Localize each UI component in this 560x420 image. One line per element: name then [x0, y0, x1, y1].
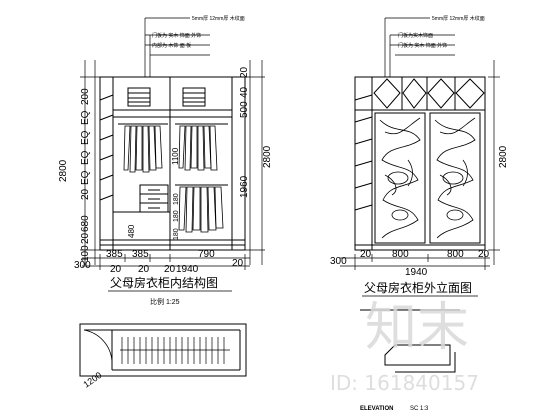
dim-label: EQ: [80, 110, 91, 125]
dim-label: 20: [80, 188, 91, 200]
plan-outline: [79, 323, 247, 377]
dim-label: EQ: [80, 130, 91, 145]
door-panel-right: [429, 112, 481, 244]
right-notes: 5mm厚 12mm厚 木纹面 门板为实木饰面 门板为 实木 饰面 外饰: [398, 15, 485, 49]
left-dims-bottom: 385 385 790 300 20 20 20 1940 20: [74, 249, 244, 275]
plan-hangers: [121, 337, 225, 364]
wardrobe-frame: [354, 76, 486, 251]
right-dimension-lines: [340, 17, 500, 270]
dim-label: 100: [80, 245, 91, 262]
dim-label: 800: [447, 249, 464, 260]
dim-label: 2800: [498, 145, 509, 168]
dim-label: 1940: [405, 267, 428, 278]
right-wardrobe-elevation: [354, 76, 486, 251]
dim-label: 480: [127, 224, 136, 238]
dim-label: 300: [74, 260, 91, 271]
left-drawing-scale: 比例 1:25: [150, 297, 180, 306]
note-text: 内部为 木饰 面 板: [152, 42, 191, 49]
wardrobe-frame: [99, 76, 246, 251]
left-drawing-title: 父母房衣柜内结构图: [110, 275, 218, 290]
dim-label: 20: [110, 264, 122, 275]
note-text: 5mm厚 12mm厚 木纹面: [432, 15, 485, 22]
left-dims-vertical: 200 EQ EQ EQ EQ 20 680 20 100 2800 1100 …: [58, 66, 273, 262]
note-text: 门板为实木饰面: [398, 32, 433, 39]
watermark-logo: 知末: [365, 298, 469, 358]
left-notes: 5mm厚 12mm厚 木纹面 门板为 实木 饰面 外饰 内部为 木饰 面 板: [152, 15, 245, 49]
dim-label: 790: [198, 249, 215, 260]
folded-clothes: [182, 87, 206, 107]
dim-label: EQ: [80, 150, 91, 165]
dim-label: 2800: [262, 145, 273, 168]
dim-label: 180: [173, 210, 180, 222]
dim-label: 800: [392, 249, 409, 260]
dim-label: 1960: [239, 175, 250, 198]
dim-label: 20: [478, 249, 490, 260]
hanging-clothes: [123, 125, 224, 233]
dim-label: EQ: [80, 170, 91, 185]
door-panel-left: [374, 112, 426, 244]
plan-view: [79, 323, 247, 377]
dim-label: 680: [80, 215, 91, 232]
door-ornament: [379, 117, 476, 239]
right-dims: 2800 300 20 800 800 20 1940: [330, 145, 509, 278]
dim-label: 300: [330, 256, 347, 267]
watermark-id: ID: 161840157: [330, 371, 479, 395]
left-wardrobe-interior: [99, 76, 246, 251]
plan-dim-label: 1200: [81, 370, 103, 390]
dim-label: 2800: [58, 159, 69, 182]
elevation-scale: SC 1:3: [410, 406, 429, 412]
dim-label: 20: [138, 264, 150, 275]
dim-label: 20: [239, 66, 250, 78]
dim-label: 180: [173, 193, 180, 205]
right-drawing-title: 父母房衣柜外立面图: [364, 280, 472, 295]
dim-label: 385: [106, 249, 123, 260]
note-text: 门板为 实木 饰面 外饰: [398, 42, 447, 49]
dim-label: 20: [80, 232, 91, 244]
dim-label: 1100: [171, 147, 180, 165]
elevation-detail: [360, 309, 460, 373]
elevation-label: ELEVATION: [360, 406, 393, 412]
dim-label: 200: [80, 88, 91, 105]
note-text: 5mm厚 12mm厚 木纹面: [192, 15, 245, 22]
note-text: 门板为 实木 饰面 外饰: [152, 32, 201, 39]
dim-label: 500: [239, 101, 250, 118]
dim-label: 385: [132, 249, 149, 260]
dim-label: 20: [232, 258, 244, 269]
dim-label: 40: [239, 86, 250, 98]
folded-clothes: [127, 87, 151, 107]
left-dimension-lines: [80, 17, 265, 270]
dim-label: 180: [173, 228, 180, 240]
dim-label: 20: [164, 264, 176, 275]
dim-label: 20: [360, 249, 372, 260]
dim-label: 1940: [176, 264, 199, 275]
